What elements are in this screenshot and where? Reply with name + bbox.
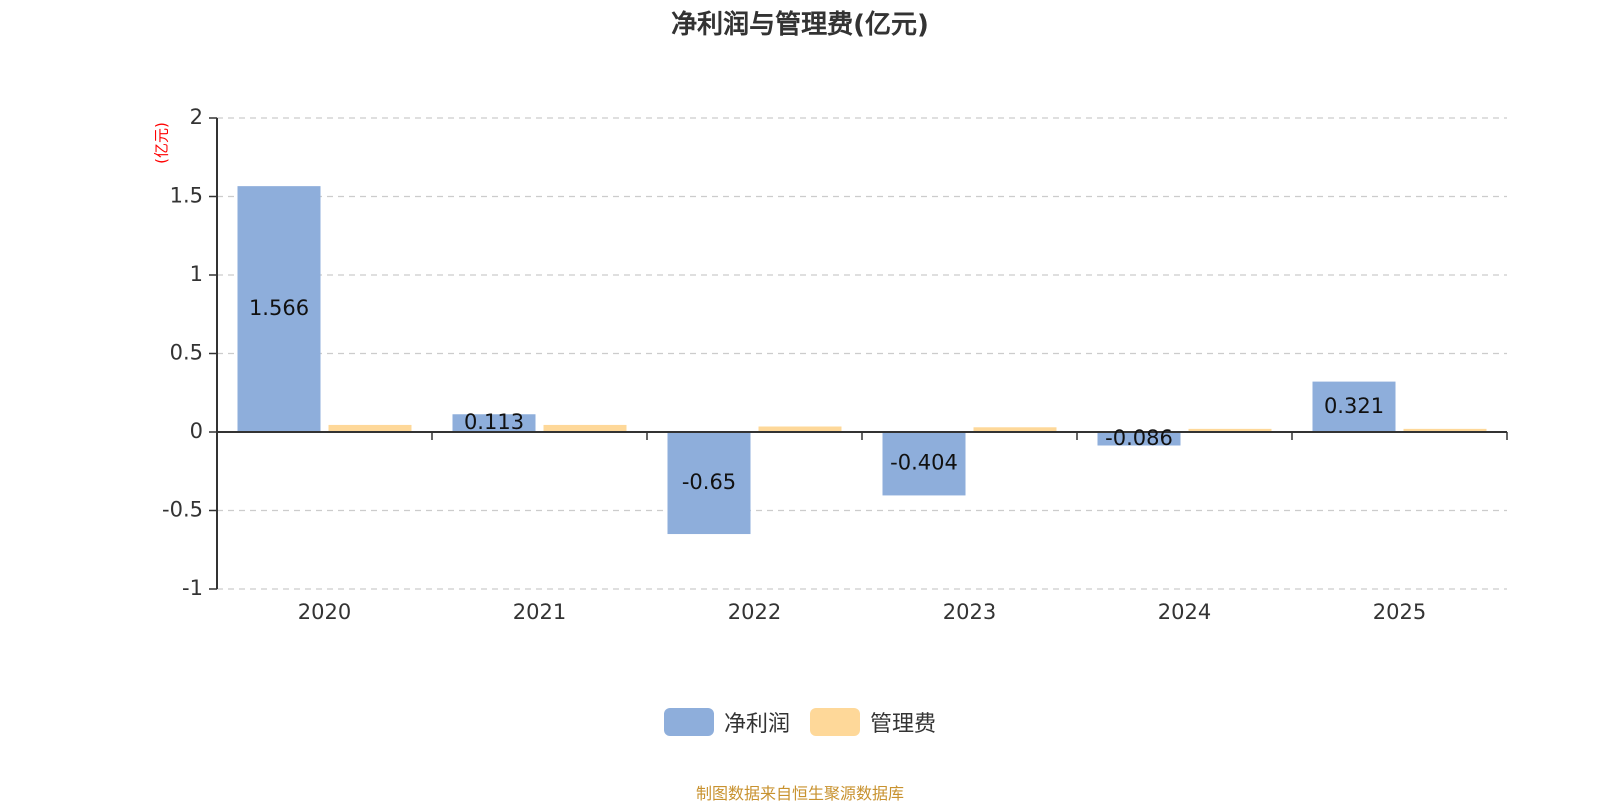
y-axis-unit-label: (亿元): [153, 122, 171, 164]
bar-admin-expense-2025[interactable]: [1403, 428, 1487, 432]
x-tick-label: 2023: [943, 600, 996, 624]
grid-lines: [217, 117, 1507, 590]
x-tick-label: 2021: [513, 600, 566, 624]
bar-admin-expense-2024[interactable]: [1188, 428, 1272, 432]
x-tick-label: 2024: [1158, 600, 1211, 624]
y-tick-label: 2: [190, 105, 203, 129]
y-tick-label: 1.5: [170, 184, 203, 208]
legend-item-net-profit[interactable]: 净利润: [663, 706, 790, 738]
data-label: 0.113: [464, 410, 524, 434]
legend-label-net-profit: 净利润: [723, 712, 790, 737]
legend: 净利润 管理费: [0, 706, 1600, 738]
bar-net-profit-2025[interactable]: [1312, 381, 1396, 432]
bar-admin-expense-2021[interactable]: [543, 424, 627, 432]
y-tick-label: 1: [190, 262, 203, 286]
x-tick-label: 2025: [1373, 600, 1426, 624]
data-labels: 1.566 0.113 -0.65 -0.404 -0.086 0.321: [249, 296, 1384, 494]
bar-admin-expense-2020[interactable]: [328, 424, 412, 432]
y-tick-label: 0.5: [170, 341, 203, 365]
y-tick-label: -0.5: [162, 498, 203, 522]
bar-net-profit-2020[interactable]: [237, 186, 321, 432]
bars: [237, 186, 1487, 535]
x-tick-label: 2020: [298, 600, 351, 624]
bar-admin-expense-2023[interactable]: [973, 427, 1057, 432]
data-label: 0.321: [1324, 394, 1384, 418]
data-label: -0.086: [1105, 426, 1173, 450]
data-source-note: 制图数据来自恒生聚源数据库: [695, 784, 904, 803]
legend-swatch-admin-expense: [810, 708, 860, 736]
chart-title: 净利润与管理费(亿元): [671, 10, 929, 40]
data-label: -0.65: [682, 470, 736, 494]
bar-net-profit-2021[interactable]: [452, 414, 536, 432]
y-tick-label: 0: [190, 419, 203, 443]
bar-net-profit-2022[interactable]: [667, 432, 751, 535]
legend-swatch-net-profit: [663, 708, 714, 736]
bar-admin-expense-2022[interactable]: [758, 426, 842, 432]
legend-item-admin-expense[interactable]: 管理费: [810, 706, 936, 738]
y-tick-label: -1: [182, 576, 203, 600]
data-label: -0.404: [890, 451, 958, 475]
legend-label-admin-expense: 管理费: [870, 712, 937, 737]
bar-net-profit-2024[interactable]: [1097, 432, 1181, 446]
x-tick-label: 2022: [728, 600, 781, 624]
axes: 2 1.5 1 0.5 0 -0.5 -1 2020 2021 2022 2023 2024 2025: [162, 105, 1508, 624]
bar-net-profit-2023[interactable]: [882, 432, 966, 496]
data-label: 1.566: [249, 296, 309, 320]
